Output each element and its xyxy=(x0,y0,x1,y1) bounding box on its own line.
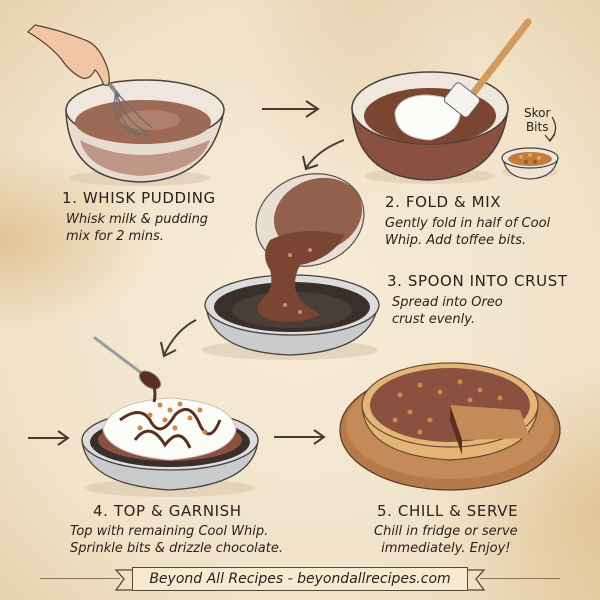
step-2-title: 2. FOLD & MIX xyxy=(385,193,502,211)
step-3-description: Spread into Oreo crust evenly. xyxy=(392,295,503,327)
banner-line-left xyxy=(40,578,120,579)
footer-banner-text: Beyond All Recipes - beyondallrecipes.co… xyxy=(149,571,451,587)
step-2-description: Gently fold in half of Cool Whip. Add to… xyxy=(385,216,551,248)
step-4-title: 4. TOP & GARNISH xyxy=(93,502,242,520)
banner-line-right xyxy=(480,578,560,579)
skor-bits-label: Skor Bits xyxy=(524,106,551,134)
step-1-description: Whisk milk & pudding mix for 2 mins. xyxy=(66,212,209,244)
step-5-description: Chill in fridge or serve immediately. En… xyxy=(374,524,518,556)
step-4-description: Top with remaining Cool Whip. Sprinkle b… xyxy=(70,524,283,556)
step-5-title: 5. CHILL & SERVE xyxy=(377,502,519,520)
footer-banner: Beyond All Recipes - beyondallrecipes.co… xyxy=(132,567,468,591)
step-1-title: 1. WHISK PUDDING xyxy=(62,189,216,207)
step-3-title: 3. SPOON INTO CRUST xyxy=(387,272,568,290)
